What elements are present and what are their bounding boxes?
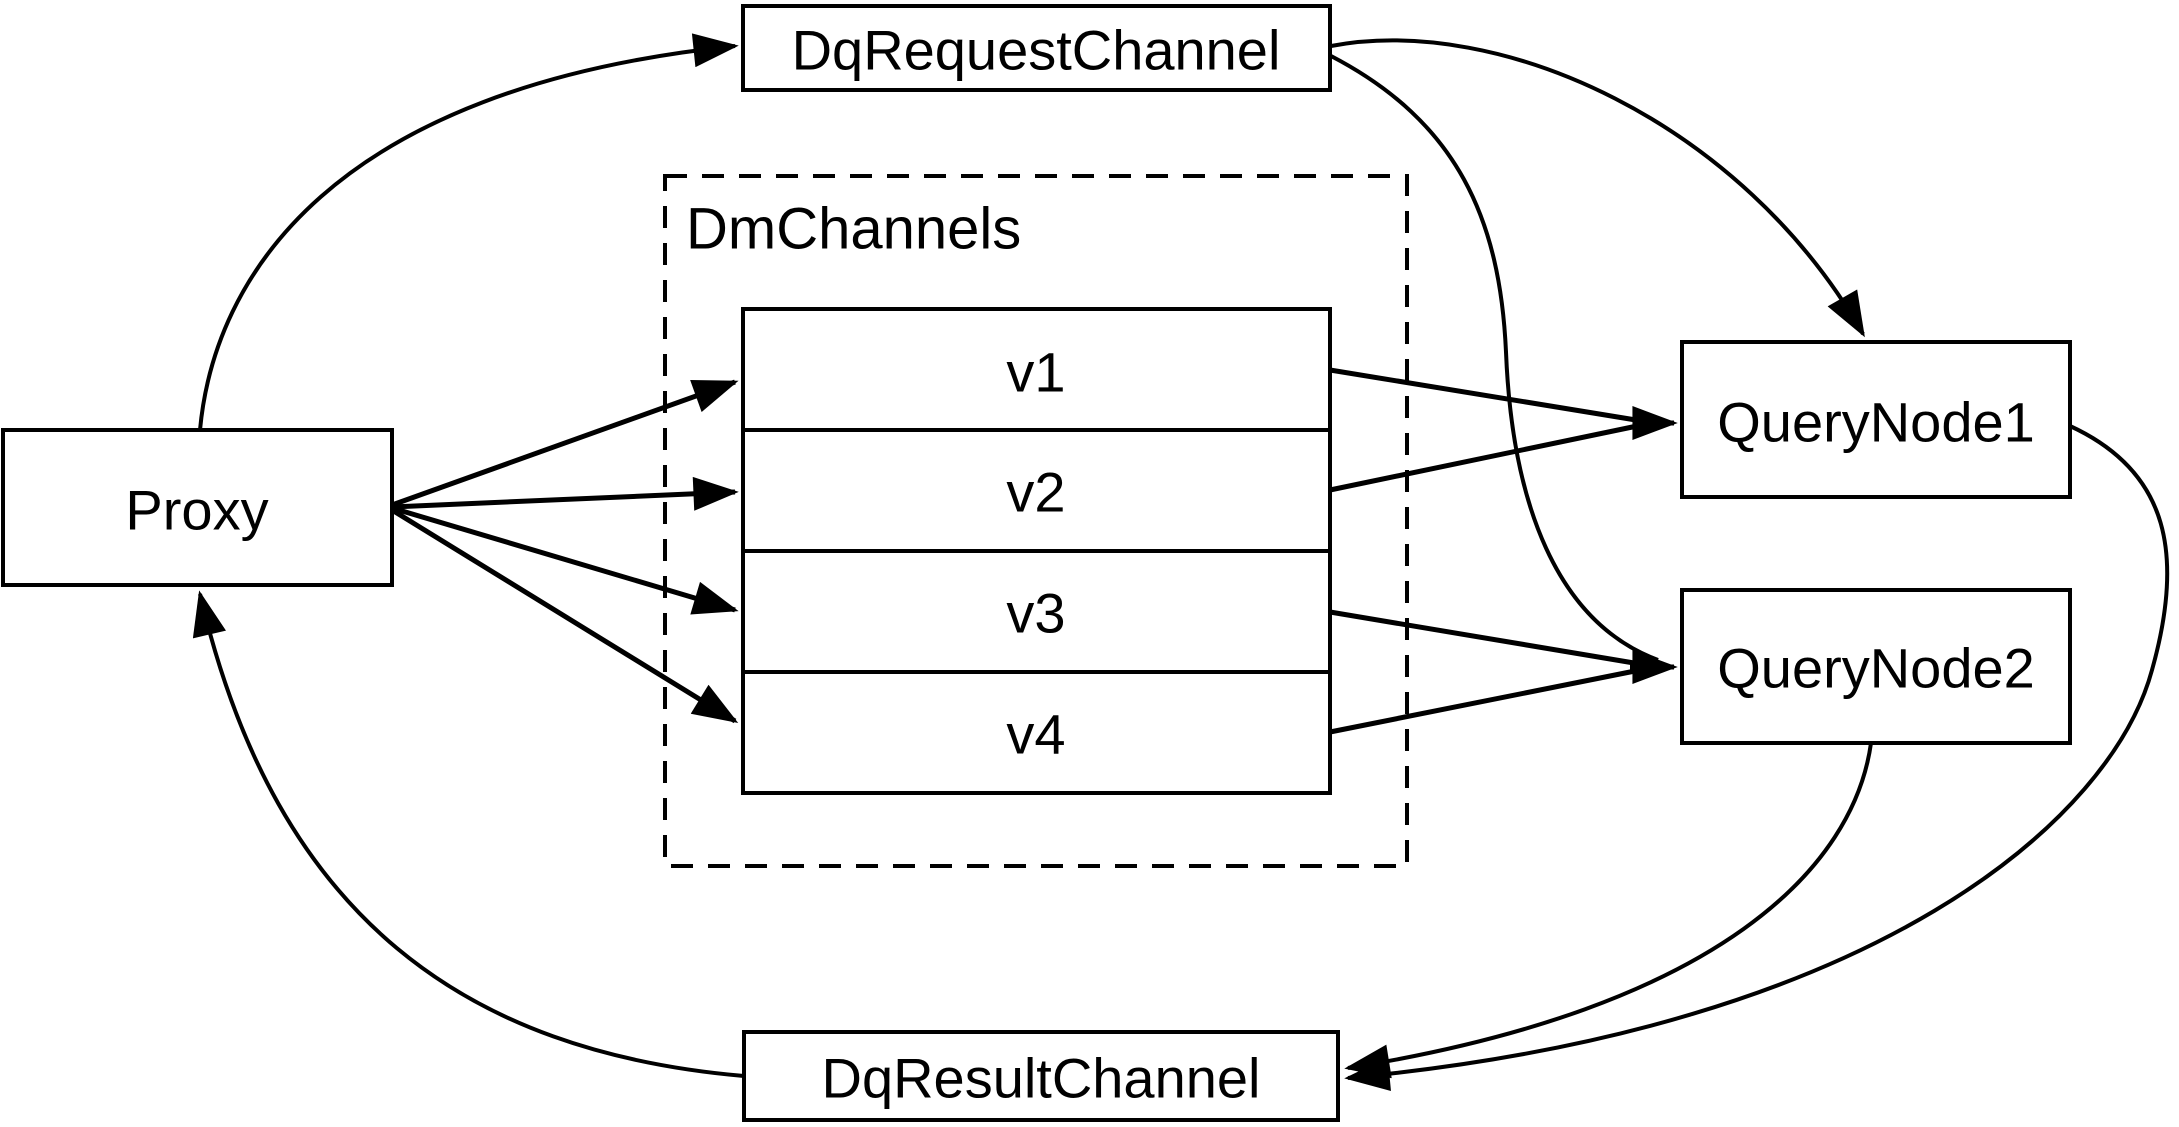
- edge-dqrequestchannel-to-querynode2: [1330, 54, 1659, 662]
- proxy-label: Proxy: [125, 479, 268, 542]
- channel-v4-label: v4: [1006, 703, 1065, 766]
- proxy-node: [1, 428, 394, 587]
- edge-v2-to-querynode1: [1329, 422, 1643, 493]
- edge-proxy-to-v3: [391, 505, 739, 615]
- dq-result-channel-label: DqResultChannel: [822, 1047, 1261, 1110]
- dq-request-channel-label: DqRequestChannel: [792, 19, 1281, 82]
- query-node2: [1680, 588, 2072, 745]
- edge-dqresultchannel-to-proxy: [192, 590, 745, 1078]
- edge-querynode2-to-dqresultchannel: [1344, 742, 1873, 1079]
- dq-result-channel-node: [742, 1030, 1340, 1122]
- edge-v1-to-querynode1: [1329, 367, 1643, 424]
- dm-channels-label: DmChannels: [686, 197, 1021, 262]
- edge-dqrequestchannel-to-querynode1: [1330, 38, 1865, 338]
- channel-v2-label: v2: [1006, 461, 1065, 524]
- edge-proxy-to-dqrequestchannel: [198, 33, 739, 431]
- edge-proxy-to-v1: [391, 379, 739, 508]
- edge-proxy-to-v2: [391, 476, 739, 511]
- channel-v3-label: v3: [1006, 582, 1065, 645]
- query-node1-label: QueryNode1: [1717, 391, 2035, 454]
- query-node1: [1680, 340, 2072, 499]
- dm-channels-group: [663, 174, 1409, 868]
- edge-proxy-to-v4: [390, 507, 739, 724]
- edge-querynode1-to-dqresultchannel: [1344, 424, 2170, 1092]
- query-node2-label: QueryNode2: [1717, 637, 2035, 700]
- channel-v1-label: v1: [1006, 341, 1065, 404]
- edge-v3-to-querynode2: [1329, 609, 1641, 667]
- dq-request-channel-node: [741, 4, 1332, 92]
- edge-v4-to-querynode2: [1329, 667, 1641, 735]
